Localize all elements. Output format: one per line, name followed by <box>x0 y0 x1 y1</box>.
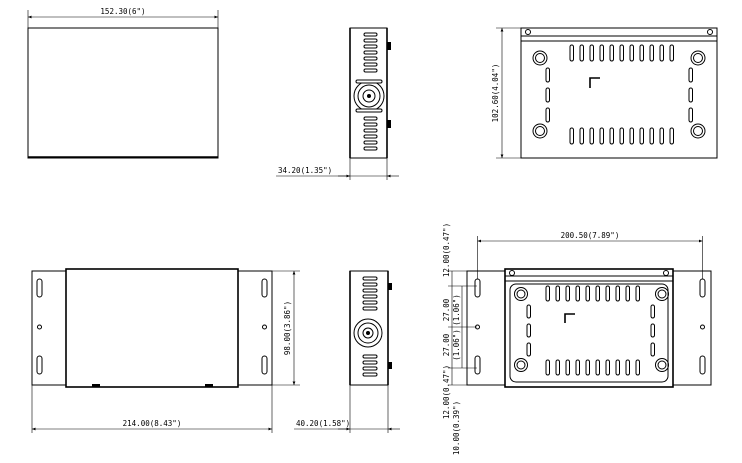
bracket-height-label: 98.00(3.86") <box>283 301 292 355</box>
side-view-brackets: 40.20(1.58") <box>294 270 400 433</box>
top-height-label: 102.60(4.04") <box>491 64 500 123</box>
fan-icon <box>353 79 385 113</box>
offset-mid-label-b: 27.00 <box>442 333 451 356</box>
overall-width-label: 214.00(8.43") <box>123 419 182 428</box>
front-view-outline <box>27 27 219 159</box>
bracket-width-label: 200.50(7.89") <box>561 231 620 240</box>
bracket-front-body <box>65 268 239 388</box>
bottom-view-brackets: 200.50(7.89") 12.00(0.47") 27.00 27.00 (… <box>442 223 712 455</box>
top-depth-label: 34.20(1.35") <box>278 166 332 175</box>
offset-mid-inch-a: (1.06") <box>452 294 461 326</box>
top-width-label: 152.30(6") <box>100 7 145 16</box>
offset-bottom-label-a: 12.00(0.47") <box>442 365 451 419</box>
side-view: 34.20(1.35") <box>276 27 399 180</box>
offset-top-label: 12.00(0.47") <box>442 223 451 277</box>
offset-mid-inch-b: (1.06") <box>452 329 461 361</box>
offset-mid-label-a: 27.00 <box>442 298 451 321</box>
bottom-view-outline <box>520 27 718 159</box>
bracket-depth-label: 40.20(1.58") <box>296 419 350 428</box>
bottom-view: 102.60(4.04") <box>491 27 718 159</box>
vent-slots-top <box>545 44 693 145</box>
offset-bottom-label-b: 10.00(0.39") <box>452 401 461 455</box>
front-view: 152.30(6") <box>27 7 219 159</box>
front-view-brackets: 214.00(8.43") 98.00(3.86") <box>31 268 300 433</box>
fan-icon <box>353 318 383 348</box>
